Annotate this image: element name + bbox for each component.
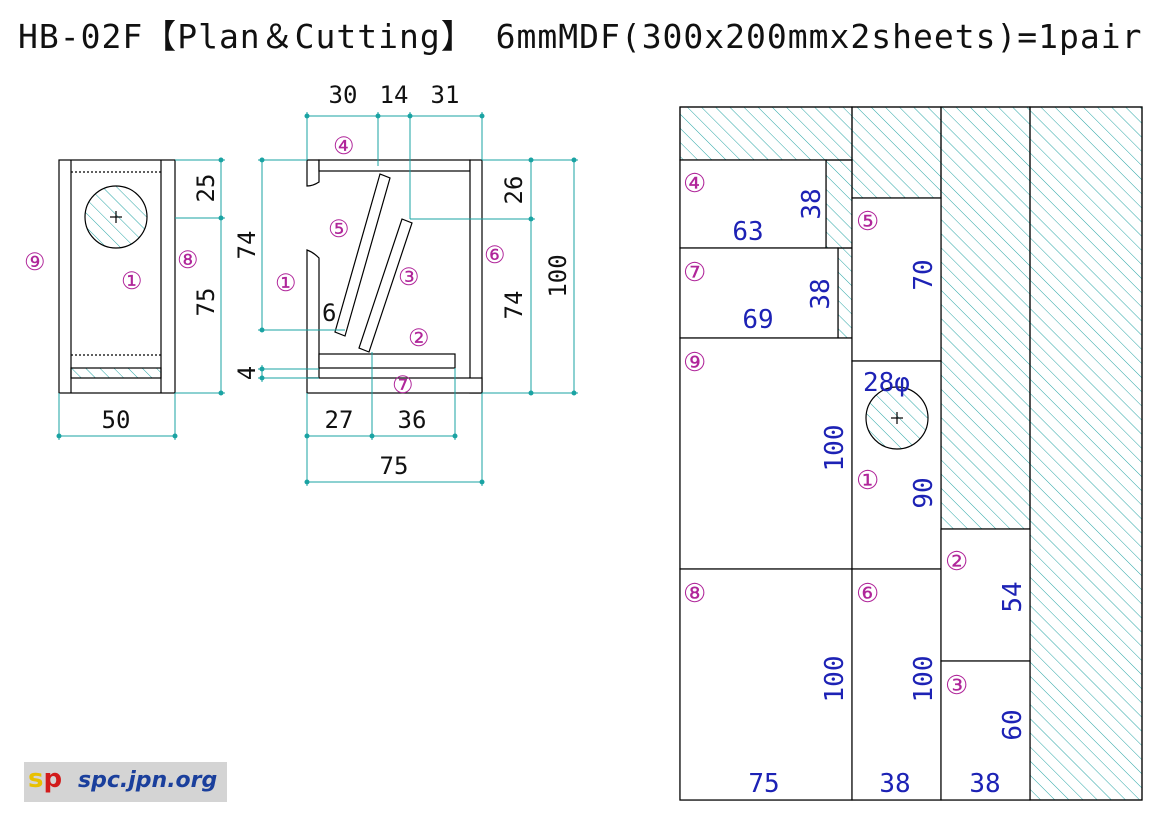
cut-dim-38-p3: 38 [969, 769, 1000, 799]
cut-part-5 [851, 197, 942, 362]
cut-dim-100-p6: 100 [909, 656, 939, 703]
side-panel-3 [358, 218, 413, 353]
cut-dim-100-p9: 100 [820, 425, 850, 472]
cutting-texts: ④ 63 38 ⑦ 69 38 ⑨ 100 ⑧ 100 75 ⑤ 70 28φ … [683, 169, 1028, 799]
side-dim-6: 6 [322, 299, 336, 327]
side-bottom-panel [306, 377, 483, 394]
side-top-panel [318, 159, 471, 172]
side-label-6: ⑥ [484, 241, 506, 269]
front-dimensions [56, 157, 225, 440]
cut-dim-100-p8: 100 [820, 656, 850, 703]
side-label-1: ① [275, 269, 297, 297]
cut-dim-63: 63 [732, 217, 763, 247]
front-view [58, 159, 176, 394]
cut-dim-70: 70 [909, 259, 939, 290]
side-front-upper [306, 159, 320, 187]
scrap-beside-4 [825, 159, 853, 249]
scrap-col-4 [1029, 106, 1143, 801]
side-dimensions [258, 112, 578, 486]
site-logo[interactable]: sp spc.jpn.org [24, 762, 227, 802]
side-dim-27: 27 [325, 406, 354, 434]
cut-dim-38-p6: 38 [879, 769, 910, 799]
front-dim-75: 75 [192, 288, 220, 317]
cut-label-6: ⑥ [856, 579, 879, 609]
cut-part-2 [940, 528, 1031, 662]
cut-dim-54: 54 [998, 581, 1028, 612]
scrap-col-3 [940, 106, 1031, 530]
front-dim-50: 50 [102, 406, 131, 434]
cut-hole-28: 28φ [863, 368, 910, 398]
front-baffle-strip [70, 367, 162, 379]
scrap-beside-7 [837, 247, 853, 339]
logo-text: spc.jpn.org [78, 768, 218, 793]
side-label-7: ⑦ [392, 371, 414, 399]
cut-part-9 [679, 337, 853, 570]
cut-dim-75: 75 [748, 769, 779, 799]
cutting-layout [679, 106, 1143, 801]
front-texts: ⑨ ① ⑧ 25 75 50 [24, 174, 220, 434]
front-outline [58, 159, 176, 394]
side-dim-75: 75 [380, 452, 409, 480]
scrap-top-left [679, 106, 853, 161]
cut-label-5: ⑤ [856, 207, 879, 237]
cut-label-2: ② [945, 547, 968, 577]
cut-part-3 [940, 660, 1031, 801]
side-view [306, 159, 483, 394]
cut-label-8: ⑧ [683, 579, 706, 609]
side-dim-14: 14 [380, 81, 409, 109]
side-label-4: ④ [333, 132, 355, 160]
side-dim-4: 4 [233, 366, 261, 380]
side-dim-26: 26 [500, 176, 528, 205]
cut-dim-60: 60 [998, 709, 1028, 740]
cut-label-1: ① [856, 466, 879, 496]
side-dim-31: 31 [431, 81, 460, 109]
cut-part-8 [679, 568, 853, 801]
cut-part-6 [851, 568, 942, 801]
cut-dim-38-p4: 38 [797, 188, 827, 219]
side-dim-100: 100 [544, 254, 572, 297]
side-label-3: ③ [398, 263, 420, 291]
side-dim-36: 36 [398, 406, 427, 434]
scrap-top-mid [851, 106, 942, 199]
front-label-1: ① [121, 267, 143, 295]
side-dim-74-left: 74 [233, 231, 261, 260]
side-label-5: ⑤ [328, 215, 350, 243]
cut-part-4 [679, 159, 827, 249]
side-panel-5 [334, 173, 391, 337]
cut-label-3: ③ [945, 671, 968, 701]
side-dim-30: 30 [329, 81, 358, 109]
front-label-9: ⑨ [24, 248, 46, 276]
side-texts: 30 14 31 ④ ⑤ ① ③ ② ⑦ ⑥ 74 4 6 26 74 100 … [233, 81, 572, 480]
side-floor-panel [318, 353, 456, 369]
cut-label-4: ④ [683, 169, 706, 199]
cut-label-7: ⑦ [683, 258, 706, 288]
cut-dim-69: 69 [742, 305, 773, 335]
side-label-2: ② [408, 324, 430, 352]
side-back-panel [469, 159, 483, 394]
cut-dim-38-p7: 38 [806, 278, 836, 309]
cut-label-9: ⑨ [683, 348, 706, 378]
side-dim-74-right: 74 [500, 291, 528, 320]
front-dim-25: 25 [192, 174, 220, 203]
cut-dim-90: 90 [909, 477, 939, 508]
logo-mark: sp [28, 764, 63, 794]
side-front-lower [306, 249, 320, 379]
page-title: HB-02F【Plan＆Cutting】 6mmMDF(300x200mmx2s… [18, 17, 1143, 56]
front-label-8: ⑧ [177, 246, 199, 274]
